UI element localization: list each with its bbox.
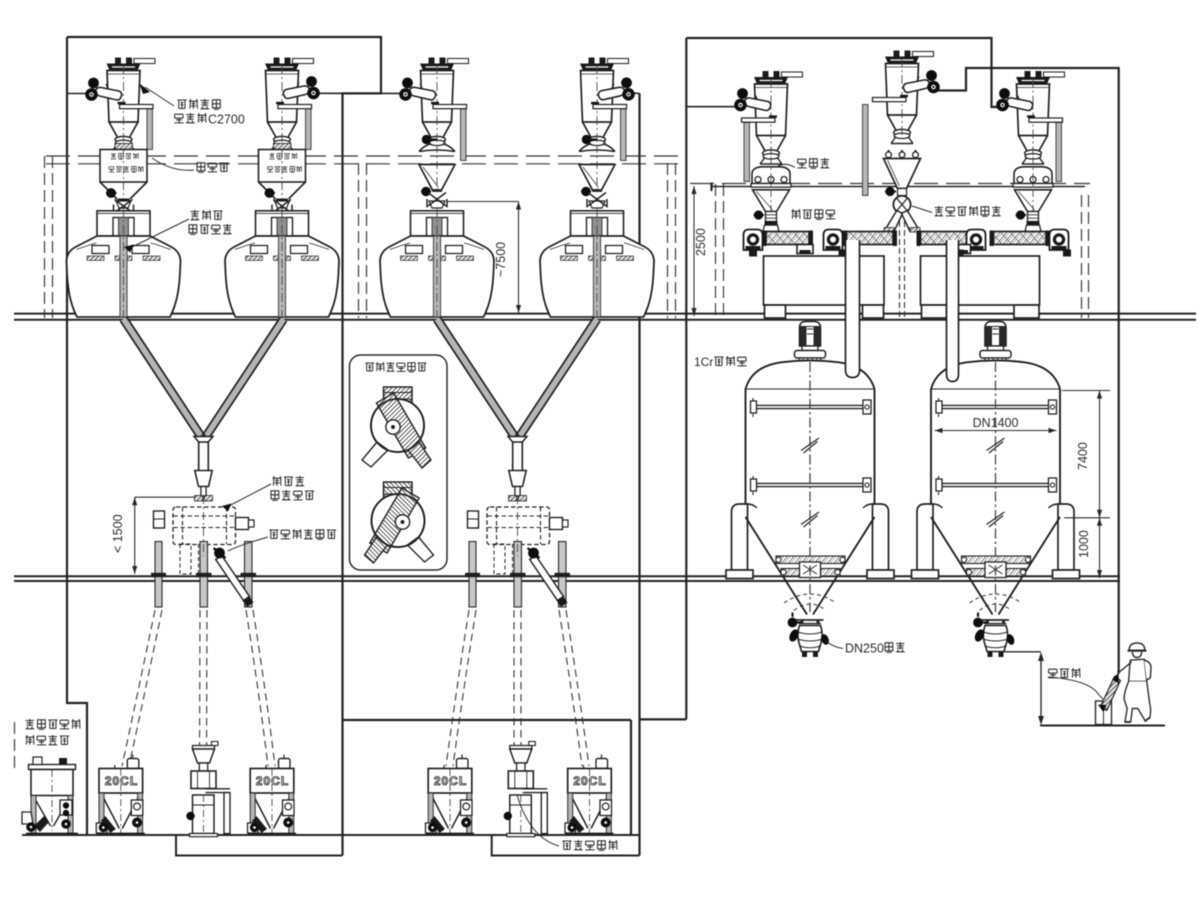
- svg-text:DN250: DN250: [845, 642, 884, 656]
- svg-text:2500: 2500: [694, 228, 708, 256]
- svg-text:20CL: 20CL: [105, 774, 138, 788]
- svg-text:1000: 1000: [1077, 530, 1091, 558]
- svg-text:C2700: C2700: [208, 113, 245, 127]
- svg-text:< 1500: < 1500: [111, 514, 125, 553]
- svg-text:~7500: ~7500: [494, 242, 508, 277]
- svg-text:20CL: 20CL: [256, 774, 289, 788]
- svg-text:DN1400: DN1400: [973, 416, 1019, 430]
- svg-text:1Cr: 1Cr: [694, 355, 713, 369]
- svg-text:20CL: 20CL: [573, 774, 606, 788]
- svg-text:7400: 7400: [1076, 442, 1090, 470]
- svg-text:20CL: 20CL: [434, 774, 467, 788]
